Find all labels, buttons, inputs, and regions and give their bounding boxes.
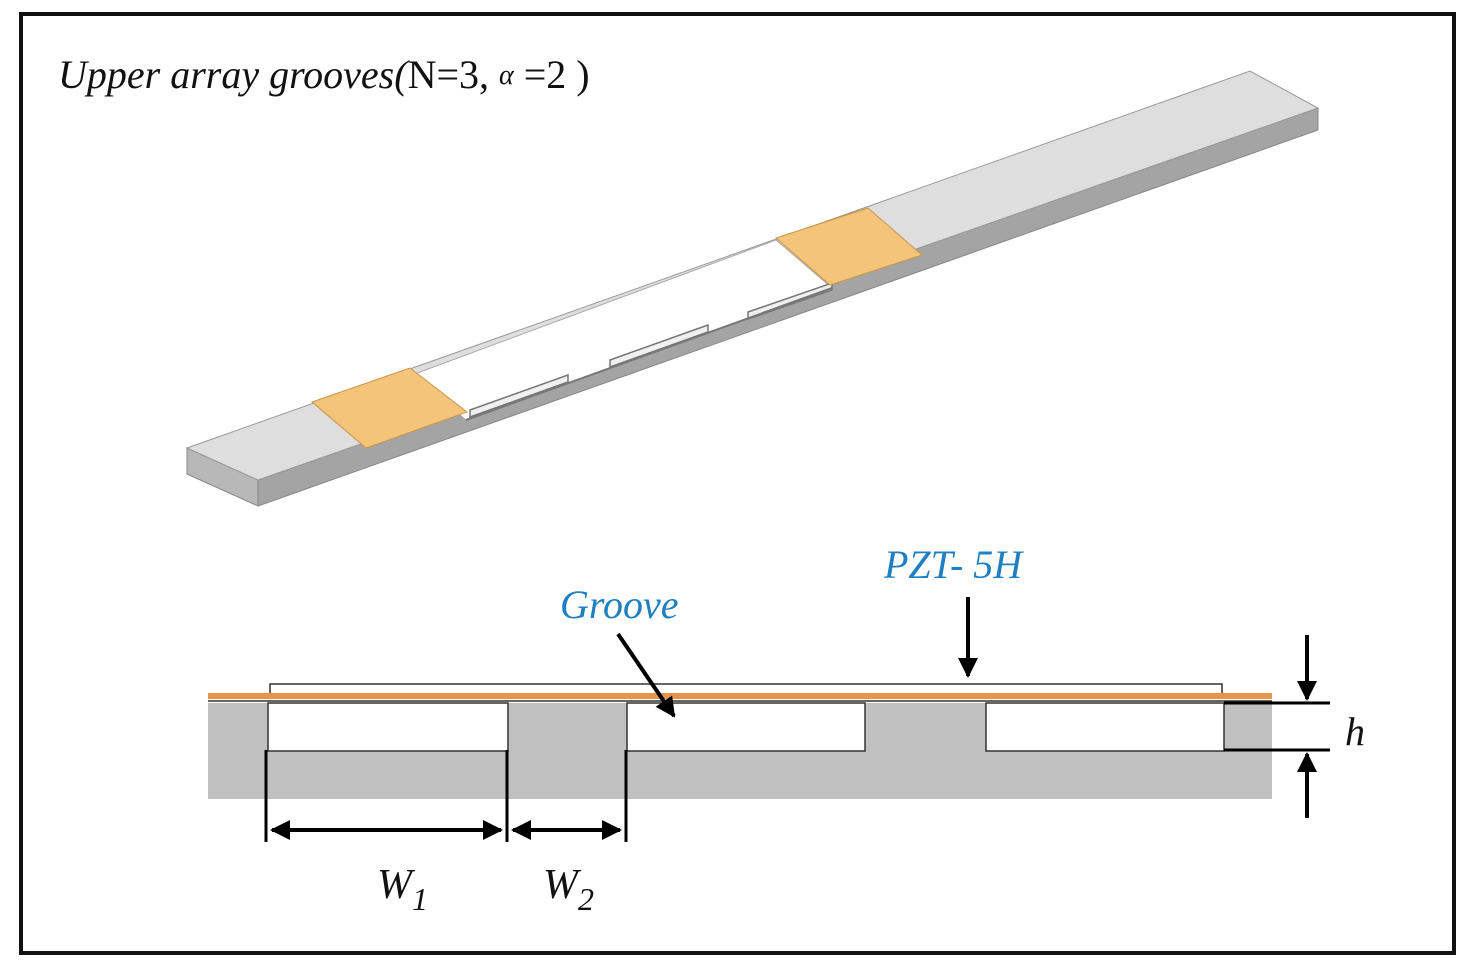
h-dimension: h [1224,635,1365,818]
w1-label: W1 [377,862,428,917]
beam-cross-section [208,683,1272,799]
w2-base: W [543,862,582,908]
groove-edge-line [465,287,833,421]
groove-arrow [616,632,676,718]
title-n: N=3, [408,52,499,97]
w1-sub: 1 [412,881,428,917]
title-suffix: =2 ) [514,52,590,97]
groove-3d [469,373,569,419]
w2-sub: 2 [578,881,594,917]
w1-base: W [377,862,416,908]
h-label: h [1345,709,1365,754]
beam-grooves-3d [465,281,833,421]
section-groove-1 [267,702,509,752]
section-pzt-layer [208,693,1272,699]
w2-label: W2 [543,862,594,917]
title-alpha: α [499,60,515,91]
figure-title: Upper array grooves(N=3, α =2 ) [58,52,590,97]
section-pzt-strip [269,683,1223,695]
beam-3d-view [185,70,1320,507]
groove-label: Groove [560,582,678,627]
title-prefix: Upper array grooves( [58,52,410,97]
pzt-label: PZT- 5H [883,542,1024,587]
pzt-patch-right [775,207,923,286]
pzt-patch-left [311,367,469,449]
width-dimensions: W1 W2 [264,750,628,917]
section-groove-3 [985,702,1225,752]
section-groove-2 [626,702,866,752]
